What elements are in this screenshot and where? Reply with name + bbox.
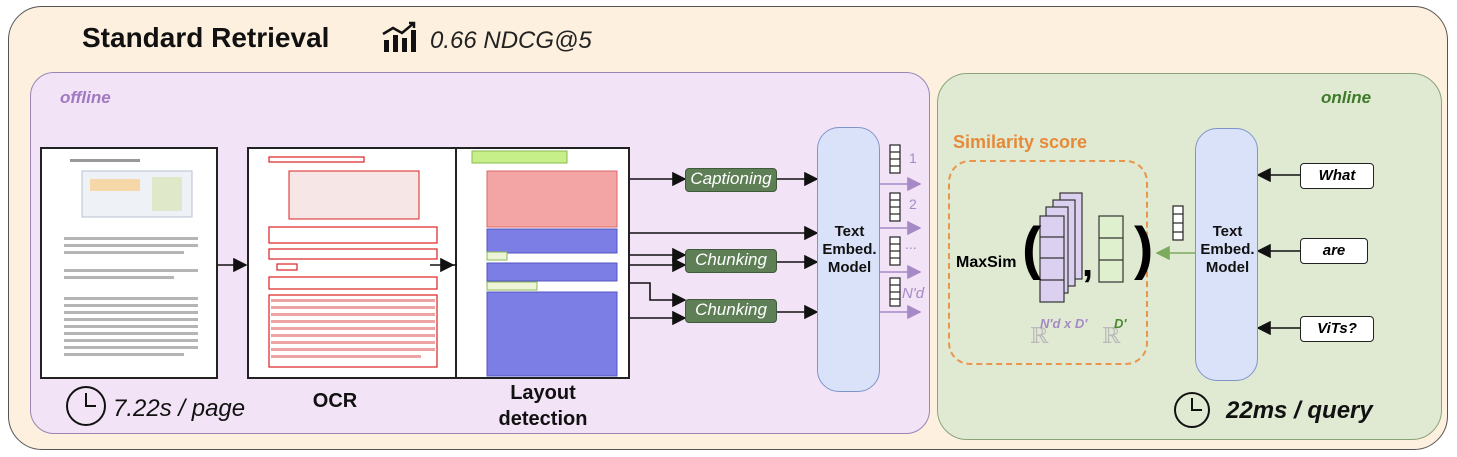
query-token-vits: ViTs? — [1300, 316, 1374, 342]
source-document — [40, 147, 218, 379]
layout-regions — [471, 150, 618, 377]
diagram-title: Standard Retrieval — [82, 22, 330, 53]
query-token-what: What — [1300, 163, 1374, 189]
online-model-label: Text Embed. Model — [1200, 223, 1255, 276]
similarity-score-title: Similarity score — [953, 132, 1088, 152]
output-index-1: 1 — [909, 150, 917, 166]
similarity-score-box — [948, 160, 1148, 365]
open-paren: ( — [1022, 216, 1042, 281]
query-space-dim: D' — [1114, 316, 1127, 331]
captioning-step: Captioning — [685, 168, 777, 192]
layout-document — [455, 147, 630, 379]
maxsim-label: MaxSim — [956, 254, 1017, 271]
real-space-symbol-doc: ℝ — [1030, 324, 1049, 349]
chunking-step-2: Chunking — [685, 299, 777, 323]
output-index-ellipsis: ... — [905, 236, 917, 252]
offline-label: offline — [60, 88, 111, 107]
ocr-highlighted-text — [268, 156, 438, 368]
ocr-label: OCR — [312, 390, 358, 412]
output-index-n: N'd — [902, 285, 925, 302]
offline-time: 7.22s / page — [113, 395, 246, 422]
ocr-document — [247, 147, 457, 379]
query-token-are: are — [1300, 238, 1368, 264]
real-space-symbol-query: ℝ — [1102, 324, 1121, 349]
online-label: online — [1321, 88, 1372, 107]
close-paren: ) — [1134, 216, 1154, 281]
offline-model-label: Text Embed. Model — [822, 223, 877, 276]
offline-text-embed-model: Text Embed. Model — [817, 127, 880, 392]
chunking-step-1: Chunking — [685, 249, 777, 273]
online-text-embed-model: Text Embed. Model — [1195, 128, 1258, 381]
document-content — [64, 159, 198, 356]
ndcg-metric: 0.66 NDCG@5 — [430, 27, 592, 54]
comma-separator: , — [1082, 241, 1094, 285]
output-index-2: 2 — [909, 196, 917, 212]
layout-detection-label: Layout detection — [498, 382, 588, 430]
doc-space-dim: N'd x D' — [1040, 316, 1088, 331]
online-time: 22ms / query — [1226, 397, 1373, 424]
